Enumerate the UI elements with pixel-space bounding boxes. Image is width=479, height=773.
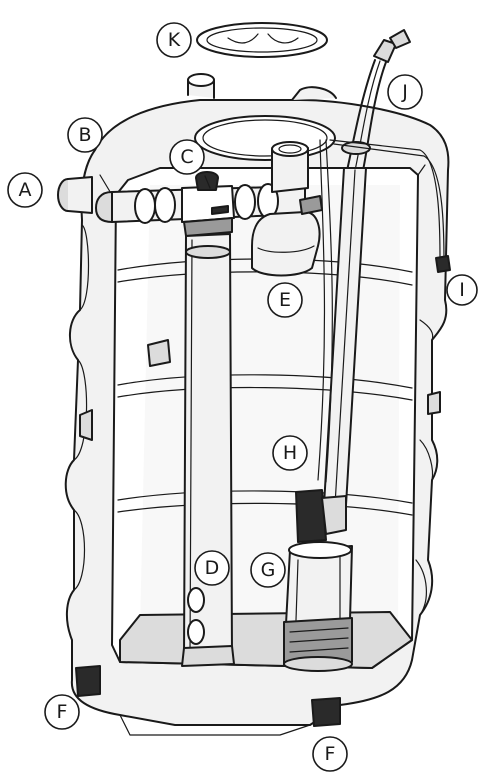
callout-f-right-label: F bbox=[325, 743, 336, 765]
tank-neck bbox=[194, 115, 336, 161]
callout-e-label: E bbox=[279, 289, 291, 311]
discharge-pipework bbox=[95, 141, 323, 277]
callout-a-label: A bbox=[19, 179, 32, 201]
callout-h: H bbox=[272, 435, 308, 471]
callout-k-label: K bbox=[168, 29, 181, 51]
callout-d: D bbox=[194, 550, 230, 586]
callout-c-label: C bbox=[180, 146, 193, 168]
callout-j: J bbox=[387, 74, 423, 110]
callout-i: I bbox=[446, 274, 478, 306]
callout-g: G bbox=[250, 552, 286, 588]
callout-c: C bbox=[169, 139, 205, 175]
callout-b: B bbox=[67, 117, 103, 153]
callout-g-label: G bbox=[261, 559, 276, 581]
submersible-pump bbox=[283, 489, 353, 672]
base-feet bbox=[75, 665, 341, 736]
float-switch-cable bbox=[317, 139, 445, 483]
cable-clip bbox=[435, 255, 451, 273]
callout-a: A bbox=[7, 172, 43, 208]
callout-k: K bbox=[156, 22, 192, 58]
callout-i-label: I bbox=[459, 279, 465, 301]
riser-pipe bbox=[181, 233, 235, 667]
callout-f-left-label: F bbox=[57, 701, 68, 723]
top-rear-stub bbox=[187, 73, 337, 101]
inlet-stub-a bbox=[57, 176, 93, 214]
callout-b-label: B bbox=[78, 124, 91, 146]
callout-f-left: F bbox=[44, 694, 80, 730]
callout-j-label: J bbox=[401, 81, 408, 103]
callout-d-label: D bbox=[205, 557, 220, 579]
lid-seal-ring bbox=[196, 22, 328, 58]
callout-f-right: F bbox=[312, 736, 348, 772]
callout-h-label: H bbox=[283, 442, 297, 464]
callout-e: E bbox=[267, 282, 303, 318]
